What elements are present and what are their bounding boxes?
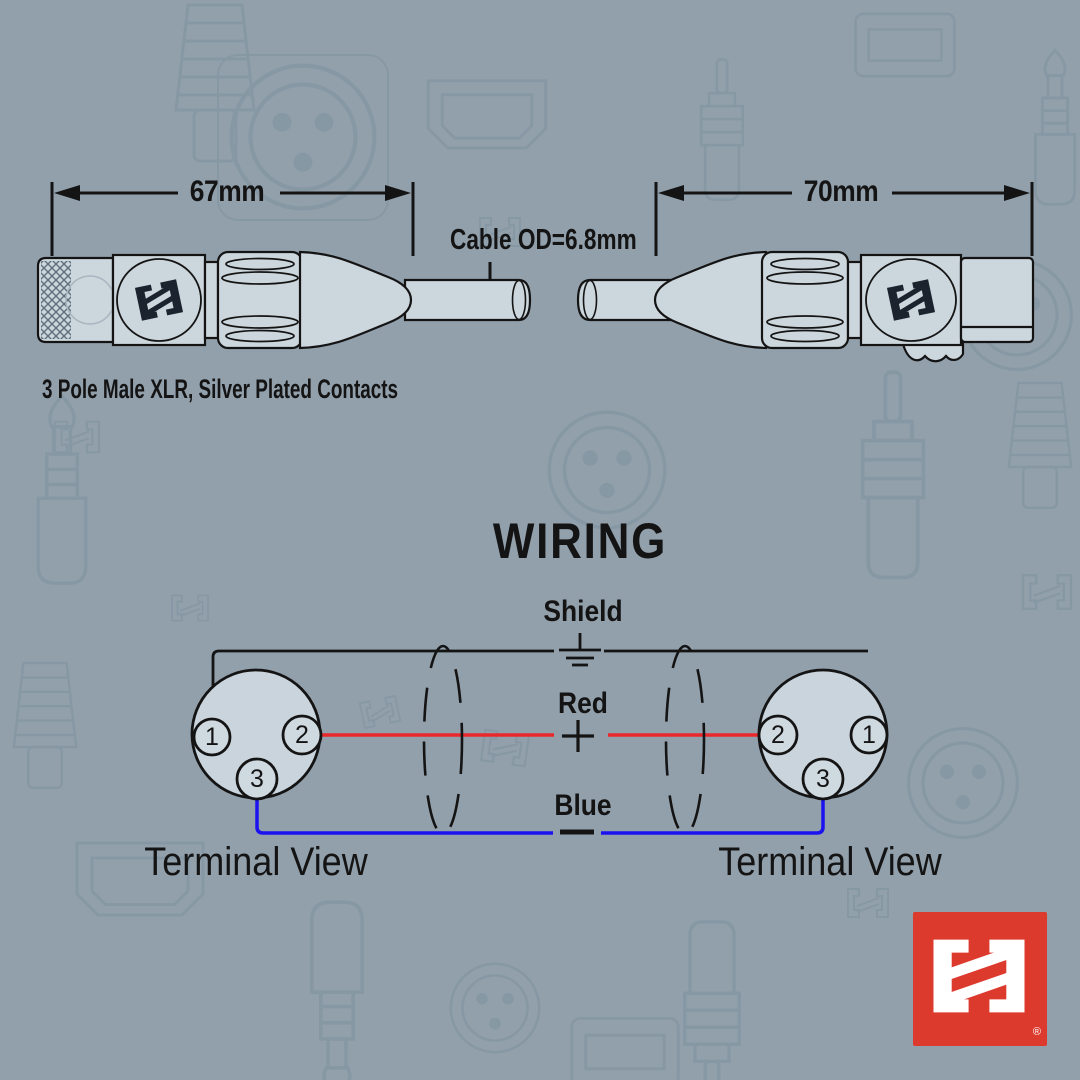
wiring-title: WIRING	[492, 513, 668, 569]
cable-cut-face	[511, 279, 527, 321]
grip-slot	[225, 329, 295, 343]
arrowhead-right	[1004, 185, 1030, 201]
logo-panel	[116, 258, 202, 342]
pin-1-circle	[192, 717, 232, 757]
grip-slot	[221, 315, 299, 329]
plus-symbol	[562, 720, 594, 752]
pin-number-left-3: 3	[250, 764, 264, 793]
dimension-70mm	[654, 182, 1034, 256]
cable-jacket-ellipse-left	[422, 644, 464, 836]
blue-wire	[255, 798, 825, 835]
dimension-label-67mm: 67mm	[189, 175, 265, 208]
logo-panel	[865, 258, 957, 342]
dimension-67mm	[50, 182, 415, 256]
doodle-layer	[12, 3, 1076, 1080]
terminal-view-caption-right: Terminal View	[718, 840, 942, 884]
male-xlr-drawing	[36, 250, 532, 350]
arrowhead-right	[385, 185, 411, 201]
terminal-view-caption-left: Terminal View	[144, 840, 368, 884]
grip-slot	[766, 315, 844, 329]
arrowhead-left	[658, 185, 684, 201]
blue-wire-right	[601, 798, 825, 835]
pin-1-circle	[849, 715, 889, 755]
cable-jacket-ellipse-right	[664, 644, 706, 836]
arrowhead-left	[54, 185, 80, 201]
right-terminal-view	[757, 668, 889, 801]
hosa-logo: ®	[913, 912, 1047, 1046]
pin-2-circle	[757, 714, 799, 756]
shield-wire	[211, 649, 868, 718]
pin-3-circle	[235, 757, 279, 801]
red-label: Red	[558, 687, 608, 720]
left-terminal-view	[190, 668, 323, 801]
strain-relief-boot	[653, 250, 768, 350]
pin-2-circle	[281, 714, 323, 756]
grip-slot	[225, 257, 295, 271]
end-cap	[959, 256, 1035, 344]
grip-slot	[221, 271, 299, 285]
joint-ring	[203, 260, 220, 340]
pin-3-circle	[801, 757, 845, 801]
pin-number-right-2: 2	[771, 720, 785, 749]
wiring-schematic	[190, 633, 889, 836]
shield-label: Shield	[543, 595, 623, 628]
shield-wire-left	[211, 649, 554, 718]
grip-slot	[770, 329, 840, 343]
pin-number-right-3: 3	[816, 764, 830, 793]
logo-background	[913, 912, 1047, 1046]
cable-cut-face	[582, 279, 598, 321]
cable-left	[403, 278, 532, 322]
female-xlr-drawing	[576, 250, 1035, 363]
strain-relief-boot	[298, 250, 413, 350]
joint-ring	[846, 260, 863, 340]
barrel	[111, 253, 207, 347]
dimension-label-70mm: 70mm	[803, 175, 879, 208]
connector-caption: 3 Pole Male XLR, Silver Plated Contacts	[42, 374, 399, 404]
blue-label: Blue	[554, 789, 612, 822]
ground-symbol	[559, 633, 601, 667]
barrel	[859, 253, 963, 347]
blue-wire-left	[255, 798, 553, 835]
registered-trademark: ®	[1032, 1026, 1041, 1038]
grip-slot	[766, 271, 844, 285]
doodle-jack-plate	[217, 54, 389, 221]
pin-number-left-1: 1	[205, 722, 219, 751]
cable-od-label: Cable OD=6.8mm	[450, 224, 637, 256]
cable-right	[576, 278, 677, 322]
pin-number-left-2: 2	[295, 720, 309, 749]
grip-slot	[770, 257, 840, 271]
pin-number-right-1: 1	[862, 720, 876, 749]
hosa-logo-icon	[913, 912, 1047, 1046]
